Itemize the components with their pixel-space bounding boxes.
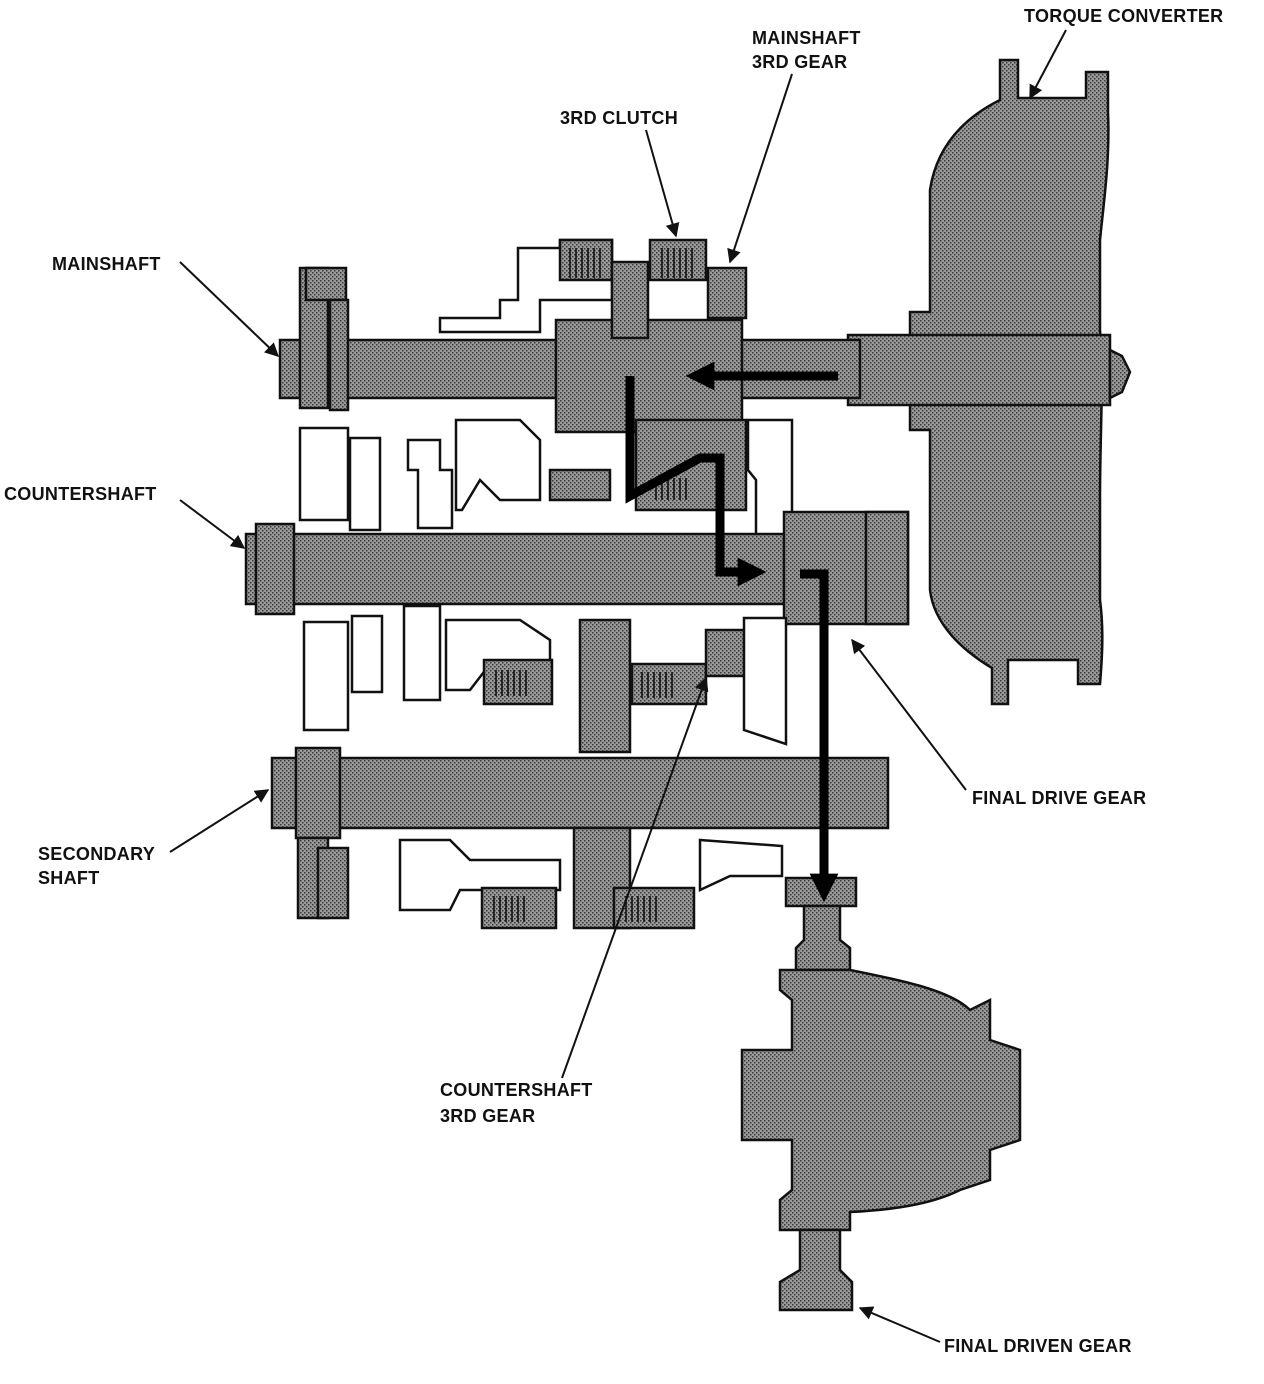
label-final-driven-gear: FINAL DRIVEN GEAR xyxy=(944,1336,1132,1356)
label-secondary-shaft-line1: SECONDARY xyxy=(38,844,155,864)
leader-countershaft xyxy=(179,499,246,549)
leader-mainshaft-3rd-gear xyxy=(727,73,793,264)
secondary-shaft xyxy=(270,746,890,930)
leader-final-drive-gear xyxy=(851,638,967,791)
label-final-drive-gear: FINAL DRIVE GEAR xyxy=(972,788,1146,808)
countershaft-upper-gears xyxy=(298,418,794,538)
leader-final-driven-gear xyxy=(858,1306,941,1343)
labels: TORQUE CONVERTER MAINSHAFT 3RD GEAR 3RD … xyxy=(4,6,1224,1356)
third-clutch-assembly xyxy=(438,238,748,340)
power-flow-path xyxy=(625,361,839,903)
label-torque-converter: TORQUE CONVERTER xyxy=(1024,6,1224,26)
torque-converter xyxy=(846,58,1132,706)
label-secondary-shaft-line2: SHAFT xyxy=(38,868,100,888)
countershaft-lower-gears xyxy=(302,604,788,754)
label-countershaft-3rd-gear-line2: 3RD GEAR xyxy=(440,1106,535,1126)
label-mainshaft: MAINSHAFT xyxy=(52,254,161,274)
leader-lines xyxy=(169,29,1067,1343)
leader-torque-converter xyxy=(1029,29,1067,100)
leader-secondary-shaft xyxy=(169,789,270,853)
countershaft xyxy=(244,510,910,626)
label-countershaft: COUNTERSHAFT xyxy=(4,484,157,504)
label-mainshaft-3rd-gear-line1: MAINSHAFT xyxy=(752,28,861,48)
leader-countershaft-3rd-gear xyxy=(561,676,709,1079)
differential-assembly xyxy=(740,876,1022,1312)
leader-mainshaft xyxy=(179,261,280,357)
label-countershaft-3rd-gear-line1: COUNTERSHAFT xyxy=(440,1080,593,1100)
label-3rd-clutch: 3RD CLUTCH xyxy=(560,108,678,128)
leader-3rd-clutch xyxy=(645,129,680,238)
label-mainshaft-3rd-gear-line2: 3RD GEAR xyxy=(752,52,847,72)
